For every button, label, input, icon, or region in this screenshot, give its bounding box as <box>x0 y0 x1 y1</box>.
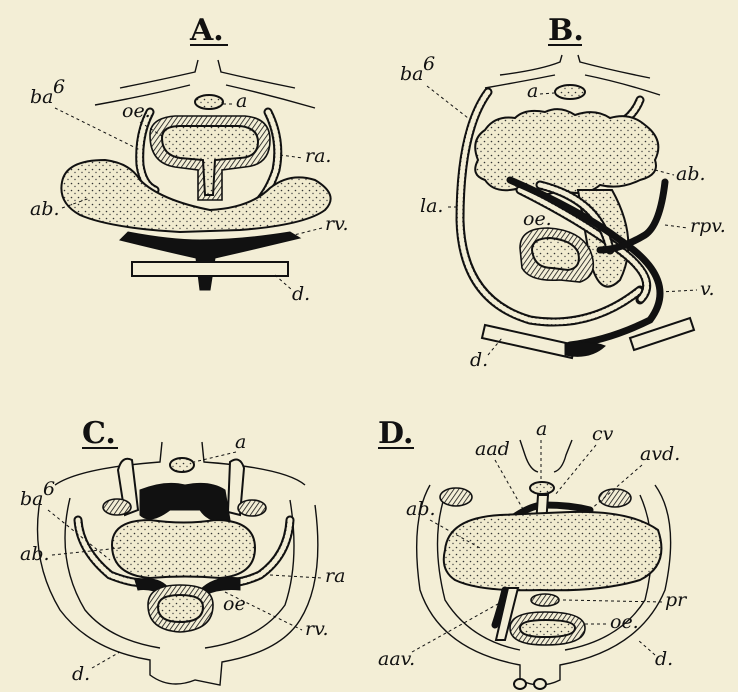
panel-c-label-ba: ba <box>20 488 44 510</box>
panel-b-label-ba: ba <box>400 63 424 85</box>
panel-b-label-ba-sup: 6 <box>423 53 435 75</box>
panel-d-label-avd: avd. <box>640 443 680 465</box>
panel-b: B. ba 6 a ab. <box>400 13 726 371</box>
panel-a-label-ab: ab. <box>30 198 60 220</box>
panel-b-label-v: v. <box>700 278 715 300</box>
panel-d-label-aav: aav. <box>378 648 415 670</box>
panel-b-label-rpv: rpv. <box>690 215 726 237</box>
panel-d-air-bladder <box>444 512 662 590</box>
panel-a-air-bladder <box>61 160 330 232</box>
panel-d-label-oe: oe. <box>610 611 639 633</box>
panel-d-neural-outline <box>520 440 572 472</box>
panel-b-aorta <box>555 85 585 99</box>
panel-a-neural-outline <box>120 60 295 88</box>
panel-c-letter: C. <box>82 416 116 451</box>
panel-c: C. a ba 6 ab. r <box>20 416 345 685</box>
panel-a-letter: A. <box>189 13 224 48</box>
panel-d-label-pr: pr <box>665 589 688 611</box>
panel-b-label-ab: ab. <box>676 163 706 185</box>
panel-a-aorta <box>195 95 223 109</box>
panel-a-label-ba-sup: 6 <box>53 76 65 98</box>
panel-c-vein <box>140 483 230 521</box>
panel-d-label-aad: aad <box>475 438 510 460</box>
panel-b-letter: B. <box>548 13 584 48</box>
panel-d-letter: D. <box>378 416 413 451</box>
panel-d-label-d: d. <box>655 648 673 670</box>
panel-b-label-la: la. <box>420 195 443 217</box>
panel-c-air-bladder <box>112 520 255 578</box>
panel-a-duct <box>132 262 288 276</box>
panel-d-label-a: a <box>536 418 547 440</box>
panel-a-label-a: a <box>236 90 247 112</box>
panel-a-label-oe: oe. <box>122 100 151 122</box>
panel-b-air-bladder <box>475 109 658 194</box>
panel-d-label-cv: cv <box>592 423 614 445</box>
panel-d: D. a aad cv avd. ab. pr <box>378 416 688 689</box>
panel-c-label-ba-sup: 6 <box>43 478 55 500</box>
panel-a: A. ba 6 a oe. ra. ab. rv. <box>30 13 349 305</box>
panel-c-label-rv: rv. <box>305 618 329 640</box>
panel-b-neural-outline <box>500 55 650 78</box>
panel-c-aorta <box>170 458 194 472</box>
panel-c-label-a: a <box>235 431 246 453</box>
panel-a-label-d: d. <box>292 283 310 305</box>
panel-b-label-d: d. <box>470 349 488 371</box>
panel-a-label-ra: ra. <box>305 145 331 167</box>
panel-c-label-ab: ab. <box>20 543 50 565</box>
panel-c-label-oe: oe <box>223 593 246 615</box>
panel-b-label-oe: oe. <box>523 208 552 230</box>
panel-d-aorta <box>530 482 554 494</box>
panel-c-label-ra: ra <box>325 565 345 587</box>
panel-d-label-ab: ab. <box>406 498 436 520</box>
panel-b-duct <box>482 325 575 358</box>
panel-c-label-d: d. <box>72 663 90 685</box>
panel-a-label-rv: rv. <box>325 213 349 235</box>
panel-a-label-ba: ba <box>30 86 54 108</box>
panel-b-label-a: a <box>527 80 538 102</box>
